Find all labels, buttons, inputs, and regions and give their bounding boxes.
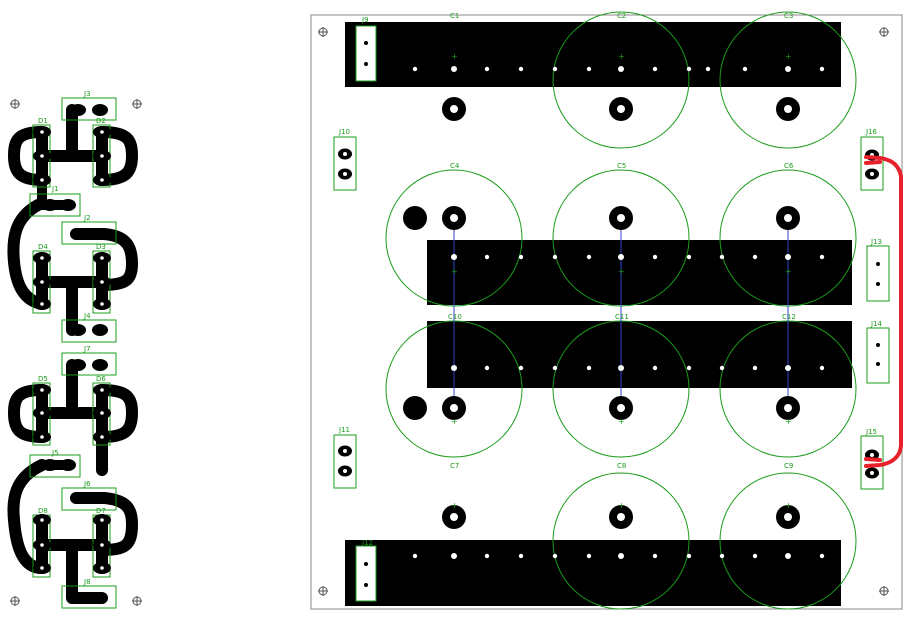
copper-pour-mid-upper [427,240,852,305]
label-j4: J4 [83,312,91,320]
copper-pours [345,22,852,606]
copper-traces-upper [7,104,138,336]
label-j9: J9 [361,16,369,24]
svg-text:+: + [785,417,792,426]
label-j11: J11 [338,426,350,434]
pad-holes-left [40,130,104,570]
label-j7: J7 [83,345,91,353]
label-d2: D2 [96,117,106,125]
svg-text:+: + [451,501,458,510]
svg-text:+: + [451,52,458,61]
label-j8: J8 [83,578,91,586]
svg-text:+: + [451,267,458,276]
svg-text:+: + [618,52,625,61]
board-outline [310,14,903,610]
label-j2: J2 [83,214,91,222]
label-j16: J16 [865,128,878,136]
mounting-hole [318,27,889,596]
copper-pour-top [345,22,841,87]
mounting-hole [10,99,142,606]
label-c2: C2 [617,12,626,20]
label-c10: C10 [448,313,462,321]
copper-pour-bottom [345,540,841,606]
label-c6: C6 [784,162,794,170]
label-c5: C5 [617,162,626,170]
polarity-marks: + + + + + + + + + + + + [451,52,792,510]
label-j10: J10 [338,128,350,136]
label-j13: J13 [870,238,882,246]
svg-text:+: + [618,501,625,510]
label-c3: C3 [784,12,793,20]
label-j6: J6 [83,480,91,488]
link-lines [453,218,789,408]
label-c9: C9 [784,462,793,470]
via-dots [412,66,825,559]
svg-text:+: + [785,501,792,510]
svg-text:+: + [618,267,625,276]
svg-text:+: + [785,52,792,61]
label-d5: D5 [38,375,48,383]
label-d6: D6 [96,375,106,383]
label-j12: J12 [361,539,373,547]
label-d7: D7 [96,507,106,515]
copper-pour-mid-lower [427,321,852,388]
label-d3: D3 [96,243,106,251]
label-d4: D4 [38,243,48,251]
svg-text:+: + [618,417,625,426]
connectors-right [333,25,890,602]
label-c12: C12 [782,313,796,321]
label-j1: J1 [51,185,59,193]
label-c4: C4 [450,162,460,170]
jumper-wire [864,155,903,468]
svg-text:+: + [785,267,792,276]
jumper-wire-ends [864,160,882,462]
label-j3: J3 [83,90,91,98]
label-j14: J14 [870,320,883,328]
capacitor-pad-holes [450,105,792,521]
label-c11: C11 [615,313,629,321]
rectifier-board-left: J3 D1 D2 J1 J2 D4 D3 J4 J7 D5 D6 J5 J6 D… [7,90,142,609]
label-j15: J15 [865,428,877,436]
label-c7: C7 [450,462,459,470]
component-labels-left: J3 D1 D2 J1 J2 D4 D3 J4 J7 D5 D6 J5 J6 D… [38,90,106,586]
copper-traces-lower [7,359,138,604]
component-labels-right: J9 C1 C2 C3 J10 J16 C4 C5 C6 J13 C10 C11… [338,12,883,547]
label-d8: D8 [38,507,48,515]
capacitor-board-right: + + + + + + + + + + + + [310,11,903,610]
label-c8: C8 [617,462,626,470]
capacitor-pads [403,97,800,529]
label-d1: D1 [38,117,48,125]
label-j5: J5 [51,449,59,457]
label-c1: C1 [450,12,459,20]
svg-text:+: + [451,417,458,426]
